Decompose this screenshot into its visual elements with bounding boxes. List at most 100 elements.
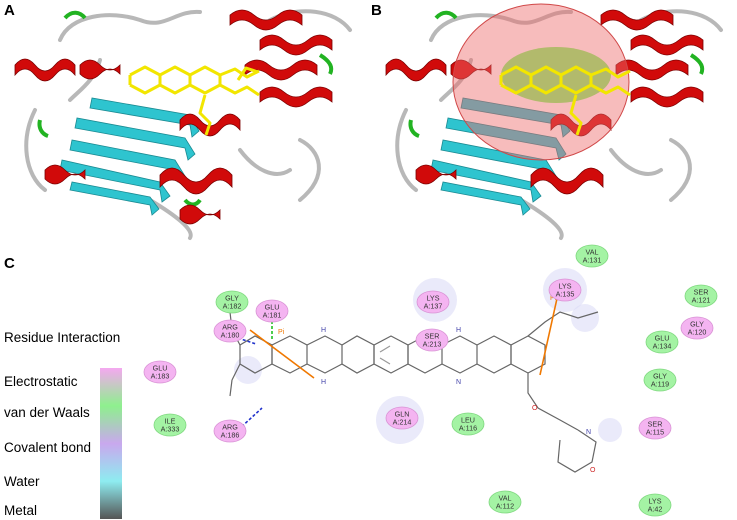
- residue-name: GLY: [690, 320, 704, 329]
- atom-h-3: H: [456, 327, 461, 334]
- residue-disc: [215, 290, 249, 314]
- residue-disc: [548, 278, 582, 302]
- residue-disc: [488, 490, 522, 514]
- residue-number: A:182: [223, 302, 242, 311]
- residue-disc: [638, 493, 672, 517]
- pi-label-a: Pi: [278, 329, 285, 336]
- residue-number: A:116: [459, 424, 477, 433]
- panel-label-b: B: [371, 2, 382, 19]
- residue-disc: [451, 412, 485, 436]
- residue-disc: [643, 368, 677, 392]
- residue-number: A:180: [221, 331, 240, 340]
- atom-h-2: H: [321, 379, 326, 386]
- legend-label-water: Water: [4, 474, 40, 489]
- residue-disc: [213, 319, 247, 343]
- pi-bond-arg180: [249, 329, 315, 379]
- residue-disc: [645, 330, 679, 354]
- residue-name: GLY: [225, 294, 239, 303]
- legend-title: Residue Interaction: [4, 330, 121, 345]
- residue-disc: [213, 419, 247, 443]
- residue-name: GLU: [655, 334, 670, 343]
- atom-n-2: N: [586, 429, 591, 436]
- residue-number: A:137: [424, 302, 443, 311]
- residue-disc: [153, 413, 187, 437]
- ring-2: [271, 335, 308, 374]
- residue-number: A:42: [648, 505, 663, 514]
- panel-label-a: A: [4, 2, 15, 19]
- residue-name: SER: [425, 332, 440, 341]
- residue-number: A:214: [393, 418, 412, 427]
- residue-name: GLY: [653, 372, 667, 381]
- residue-number: A:121: [692, 296, 711, 305]
- atom-n-1: N: [456, 379, 461, 386]
- residue-name: LYS: [426, 294, 439, 303]
- legend-label-vdw: van der Waals: [4, 405, 90, 420]
- residue-name: VAL: [498, 494, 511, 503]
- hbond-arg180: [237, 337, 257, 345]
- ligand-sticks: [128, 65, 260, 136]
- residue-number: A:115: [646, 428, 664, 437]
- legend-label-covalent: Covalent bond: [4, 440, 92, 455]
- atom-h-1: H: [321, 327, 326, 334]
- residue-name: GLU: [265, 303, 280, 312]
- residue-number: A:333: [161, 425, 180, 434]
- legend-label-metal: Metal: [4, 503, 38, 518]
- panel-label-c: C: [4, 255, 15, 272]
- residue-number: A:135: [556, 290, 575, 299]
- residue-number: A:119: [651, 380, 669, 389]
- ring-4: [373, 335, 409, 374]
- residue-name: VAL: [585, 248, 598, 257]
- protein-structure-b: [385, 3, 723, 240]
- residue-name: ARG: [222, 423, 238, 432]
- ring-7: [510, 335, 546, 374]
- residue-name: ILE: [165, 417, 176, 426]
- residue-number: A:186: [221, 431, 240, 440]
- residue-number: A:183: [151, 372, 170, 381]
- ring-6: [476, 335, 512, 374]
- residue-disc: [255, 299, 289, 323]
- residue-name: ARG: [222, 323, 238, 332]
- residue-disc: [416, 290, 450, 314]
- residue-name: LEU: [461, 416, 475, 425]
- residue-disc: [680, 316, 714, 340]
- alpha-helices: [14, 9, 333, 225]
- residue-number: A:112: [496, 502, 514, 511]
- residue-name: GLU: [153, 364, 168, 373]
- residue-name: SER: [648, 420, 663, 429]
- ligand-skeleton: [229, 311, 599, 473]
- residue-name: LYS: [648, 497, 661, 506]
- residue-number: A:213: [423, 340, 442, 349]
- residue-number: A:181: [263, 311, 282, 320]
- residue-disc: [684, 284, 718, 308]
- ring-3: [341, 335, 375, 374]
- residue-name: SER: [694, 288, 709, 297]
- residue-number: A:131: [583, 256, 602, 265]
- residue-disc: [415, 328, 449, 352]
- residue-disc: [575, 244, 609, 268]
- protein-structure-a: [14, 9, 352, 240]
- pi-label-b: Pi: [550, 295, 557, 302]
- atom-o-1: O: [590, 467, 596, 474]
- atom-o-2: O: [532, 405, 538, 412]
- residue-number: A:120: [688, 328, 707, 337]
- pi-bond-lys135: [539, 284, 561, 376]
- residue-name: LYS: [558, 282, 571, 291]
